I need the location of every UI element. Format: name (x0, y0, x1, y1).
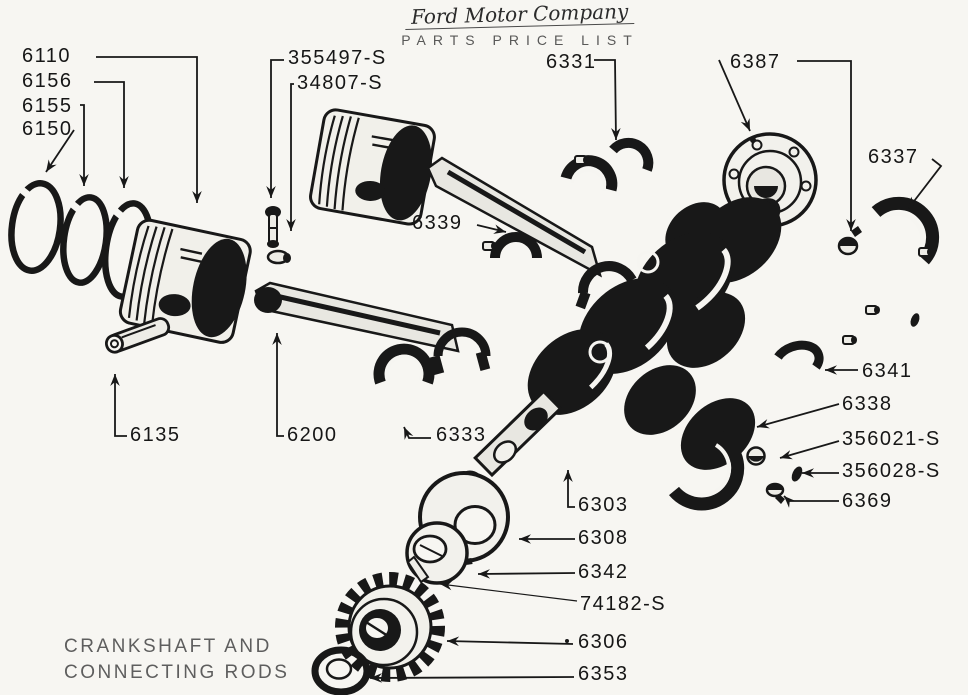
pin-74182 (406, 555, 430, 584)
part-label-6135: 6135 (130, 424, 181, 446)
small-fasteners (265, 155, 933, 504)
diagram-caption: CRANKSHAFT AND CONNECTING RODS (64, 634, 289, 686)
part-label-74182s: 74182-S (580, 593, 667, 615)
part-label-6341: 6341 (862, 360, 913, 382)
caption-line-1: CRANKSHAFT AND (64, 636, 272, 657)
piston-upper (309, 108, 436, 226)
part-label-6338: 6338 (842, 393, 893, 415)
gear-6306 (335, 572, 445, 682)
part-label-6353: 6353 (578, 663, 629, 685)
part-label-6331: 6331 (546, 51, 597, 73)
part-label-34807s: 34807-S (297, 72, 384, 94)
part-label-6339: 6339 (412, 212, 463, 234)
piston-ring-set (8, 180, 154, 300)
hex-nut (482, 241, 497, 251)
part-label-6155: 6155 (22, 95, 73, 117)
part-label-6333: 6333 (436, 424, 487, 446)
part-label-6200: 6200 (287, 424, 338, 446)
part-label-6308: 6308 (578, 527, 629, 549)
part-label-356021s: 356021-S (842, 428, 941, 450)
price-list-title: PARTS PRICE LIST (401, 32, 639, 48)
part-label-6303: 6303 (578, 494, 629, 516)
hex-nut (865, 305, 880, 315)
bearing-shells (373, 137, 940, 511)
part-label-6387: 6387 (730, 51, 781, 73)
hex-nut (574, 155, 589, 165)
ring-6353 (311, 646, 371, 695)
piston-pin (104, 317, 171, 354)
hex-nut (918, 247, 933, 257)
crankshaft (457, 197, 782, 494)
part-label-6110: 6110 (22, 45, 72, 67)
page-header: Ford Motor Company PARTS PRICE LIST (390, 0, 650, 48)
part-label-6156: 6156 (22, 70, 73, 92)
part-label-6369: 6369 (842, 490, 893, 512)
part-label-6342: 6342 (578, 561, 629, 583)
part-label-6150: 6150 (22, 118, 73, 140)
part-label-6337: 6337 (868, 146, 919, 168)
caption-line-2: CONNECTING RODS (64, 662, 290, 683)
part-label-356028s: 356028-S (842, 460, 941, 482)
connecting-rod-lower (254, 281, 491, 375)
piston-lower (118, 218, 252, 344)
part-label-355497s: 355497-S (288, 47, 387, 69)
hex-nut (842, 335, 857, 345)
part-label-6306: 6306 (578, 631, 629, 653)
leader-lines (45, 56, 943, 683)
